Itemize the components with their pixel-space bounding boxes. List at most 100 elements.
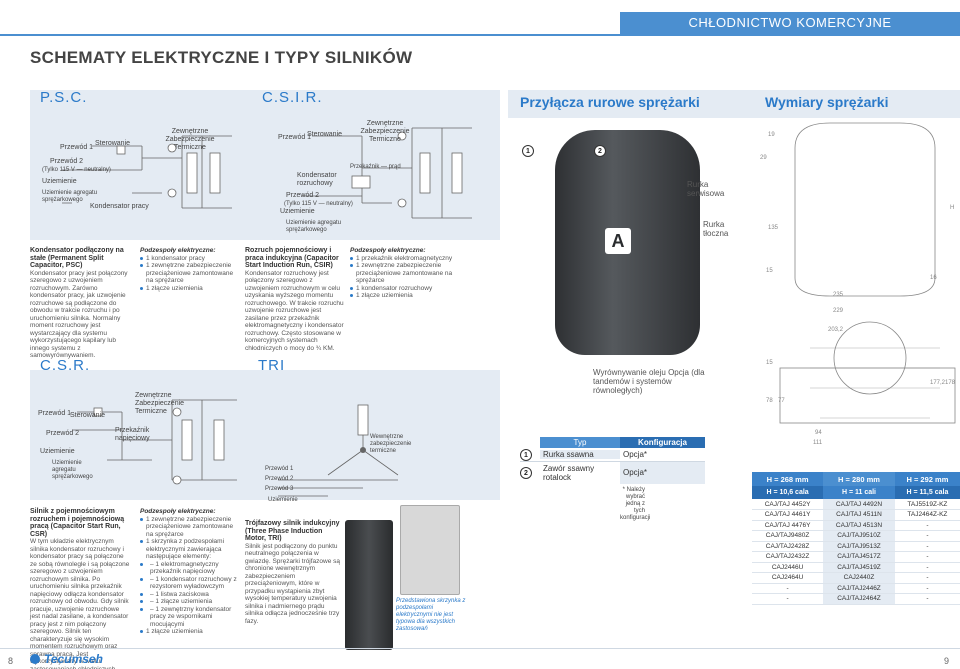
pipes-section-title: Przyłącza rurowe sprężarki bbox=[520, 94, 700, 110]
table-row: -CAJ/TAJ2464Z- bbox=[752, 593, 960, 605]
config-row-num: 2 bbox=[520, 467, 532, 479]
dim-135: 135 bbox=[768, 225, 779, 231]
pipe-marker-1: 1 bbox=[522, 145, 534, 157]
dim-H: H bbox=[950, 205, 955, 211]
config-row-type: Rurka ssawna bbox=[540, 450, 620, 459]
csir-capacitor-label: Kondensator rozruchowy bbox=[297, 172, 337, 187]
tri-protector-label: Wewnętrzne zabezpieczenie termiczne bbox=[370, 434, 412, 454]
dim-19: 19 bbox=[768, 132, 775, 138]
tri-description: Trójfazowy silnik indukcyjny (Three Phas… bbox=[245, 520, 340, 625]
table-cell: CAJ/TAJ9510Z bbox=[823, 530, 895, 542]
csir-components: Podzespoły elektryczne: 1 przekaźnik ele… bbox=[350, 247, 470, 300]
table-cell: CAJ2464U bbox=[752, 572, 824, 584]
table-cell: CAJ/TAJ 4492N bbox=[823, 499, 895, 510]
table-cell: - bbox=[894, 551, 960, 563]
table-cell: - bbox=[894, 583, 960, 594]
table-cell: - bbox=[894, 562, 960, 573]
psc-components: Podzespoły elektryczne: 1 kondensator pr… bbox=[140, 247, 240, 292]
height-col-11: H = 11 cali bbox=[823, 486, 895, 499]
csir-protector-label: Zewnętrzne Zabezpieczenie Termiczne bbox=[360, 120, 410, 143]
height-row-mm: H = 268 mm H = 280 mm H = 292 mm bbox=[752, 472, 960, 486]
table-cell: - bbox=[752, 583, 824, 594]
config-row-type: Zawór ssawny rotalock bbox=[543, 464, 595, 482]
csr-wire1-label: Przewód 1 bbox=[38, 410, 72, 417]
model-height-table: H = 268 mm H = 280 mm H = 292 mm H = 10,… bbox=[752, 472, 960, 605]
table-cell: - bbox=[894, 541, 960, 552]
table-cell: CAJ/TAJ 4461Y bbox=[752, 509, 824, 521]
csir-wiring-diagram bbox=[302, 127, 472, 219]
psc-ground-unit-label: Uziemienie agregatu sprężarkowego bbox=[42, 190, 98, 203]
csr-starter-label: Sterowanie bbox=[70, 412, 106, 419]
electrical-box-photo bbox=[345, 520, 393, 650]
csr-protector-label: Zewnętrzne Zabezpieczenie Termiczne bbox=[135, 392, 185, 415]
service-pipe-label: Rurka serwisowa bbox=[687, 180, 725, 198]
list-item: 1 przekaźnik elektromagnetyczny bbox=[350, 255, 470, 263]
pipes-panel bbox=[508, 90, 960, 118]
table-cell: - bbox=[752, 593, 824, 605]
csr-relay-label: Przekaźnik napięciowy bbox=[115, 427, 150, 442]
table-cell: CAJ/TAJ4519Z bbox=[823, 562, 895, 573]
tri-wire3-label: Przewód 3 bbox=[265, 486, 294, 492]
discharge-pipe-label: Rurka tłoczna bbox=[703, 220, 729, 238]
list-item: 1 zewnętrzne zabezpieczenie przeciążenio… bbox=[140, 516, 242, 539]
list-item: 1 kondensator pracy bbox=[140, 255, 240, 263]
csir-relay-label: Przekaźnik — prąd bbox=[350, 164, 401, 170]
tri-wire1-label: Przewód 1 bbox=[265, 466, 294, 472]
psc-section-label: P.S.C. bbox=[40, 89, 88, 106]
csr-ground-unit-label: Uziemienie agregatu sprężarkowego bbox=[52, 460, 93, 480]
tri-ground-label: Uziemienie bbox=[268, 497, 298, 503]
psc-body: Kondensator pracy jest połączony szerego… bbox=[30, 269, 128, 360]
csir-wire1-label: Przewód 1 bbox=[278, 134, 312, 141]
csir-description: Rozruch pojemnościowy i praca indukcyjna… bbox=[245, 247, 345, 352]
psc-title: Kondensator podłączony na stałe (Permane… bbox=[30, 247, 124, 269]
dim-229: 229 bbox=[833, 308, 844, 314]
table-cell: CAJ/TAJ 4511N bbox=[823, 509, 895, 521]
dims-section-title: Wymiary sprężarki bbox=[765, 94, 889, 110]
psc-ground-label: Uziemienie bbox=[42, 178, 77, 185]
table-cell: - bbox=[894, 572, 960, 584]
dim-77: 77 bbox=[778, 398, 785, 404]
csr-components-list: 1 zewnętrzne zabezpieczenie przeciążenio… bbox=[140, 516, 242, 636]
csir-components-title: Podzespoły elektryczne: bbox=[350, 247, 426, 254]
tri-section-label: TRI bbox=[258, 357, 286, 374]
dim-178: 178 bbox=[945, 380, 956, 386]
config-col-cfg: Konfiguracja bbox=[620, 437, 705, 448]
config-row-cfg: Opcja* bbox=[623, 450, 648, 459]
psc-starter-label: Sterowanie bbox=[95, 140, 131, 147]
dim-16: 16 bbox=[930, 275, 937, 281]
table-cell: CAJ2446U bbox=[752, 562, 824, 573]
header-rule bbox=[0, 34, 960, 36]
logo-text: Tecumseh bbox=[44, 652, 103, 666]
tri-title: Trójfazowy silnik indukcyjny (Three Phas… bbox=[245, 520, 340, 542]
dimension-drawing bbox=[779, 122, 956, 424]
csr-title: Silnik z pojemnościowym rozruchem i poje… bbox=[30, 508, 125, 538]
table-row: 1 Rurka ssawna Opcja* bbox=[520, 448, 705, 462]
table-cell: TAJ5519Z-KZ bbox=[894, 499, 960, 510]
table-cell: TAJ2464Z-KZ bbox=[894, 509, 960, 521]
terminal-box-photo bbox=[400, 505, 460, 595]
table-cell: CAJ/TAJ 4513N bbox=[823, 520, 895, 531]
table-cell: CAJ/TAJ 4452Y bbox=[752, 499, 824, 510]
list-item: 1 kondensator rozruchowy bbox=[350, 285, 470, 293]
list-item: – 1 zewnętrzny kondensator pracy ze wspo… bbox=[140, 606, 242, 629]
pipe-marker-2: 2 bbox=[594, 145, 606, 157]
csir-ground-unit-label: Uziemienie agregatu sprężarkowego bbox=[286, 220, 342, 233]
oil-equalization-label: Wyrównywanie oleju Opcja (dla tandemów i… bbox=[593, 368, 705, 395]
config-row-cfg: Opcja* bbox=[620, 462, 705, 484]
height-col-268: H = 268 mm bbox=[752, 472, 824, 486]
height-col-115: H = 11,5 cala bbox=[894, 486, 960, 499]
height-col-280: H = 280 mm bbox=[823, 472, 895, 486]
dim-15: 15 bbox=[766, 268, 773, 274]
list-item: 1 zewnętrzne zabezpieczenie przeciążenio… bbox=[140, 262, 240, 285]
csir-wire2-note: (Tylko 115 V — neutralny) bbox=[284, 201, 353, 207]
psc-wiring-diagram bbox=[62, 135, 232, 209]
csr-wire2-label: Przewód 2 bbox=[46, 430, 80, 437]
csr-tri-panel bbox=[30, 370, 500, 500]
config-table: Typ Konfiguracja 1 Rurka ssawna Opcja* 2… bbox=[520, 437, 705, 522]
photo-caption: Przedstawiona skrzynka z podzespołami el… bbox=[396, 598, 466, 632]
tri-wire2-label: Przewód 2 bbox=[265, 476, 294, 482]
